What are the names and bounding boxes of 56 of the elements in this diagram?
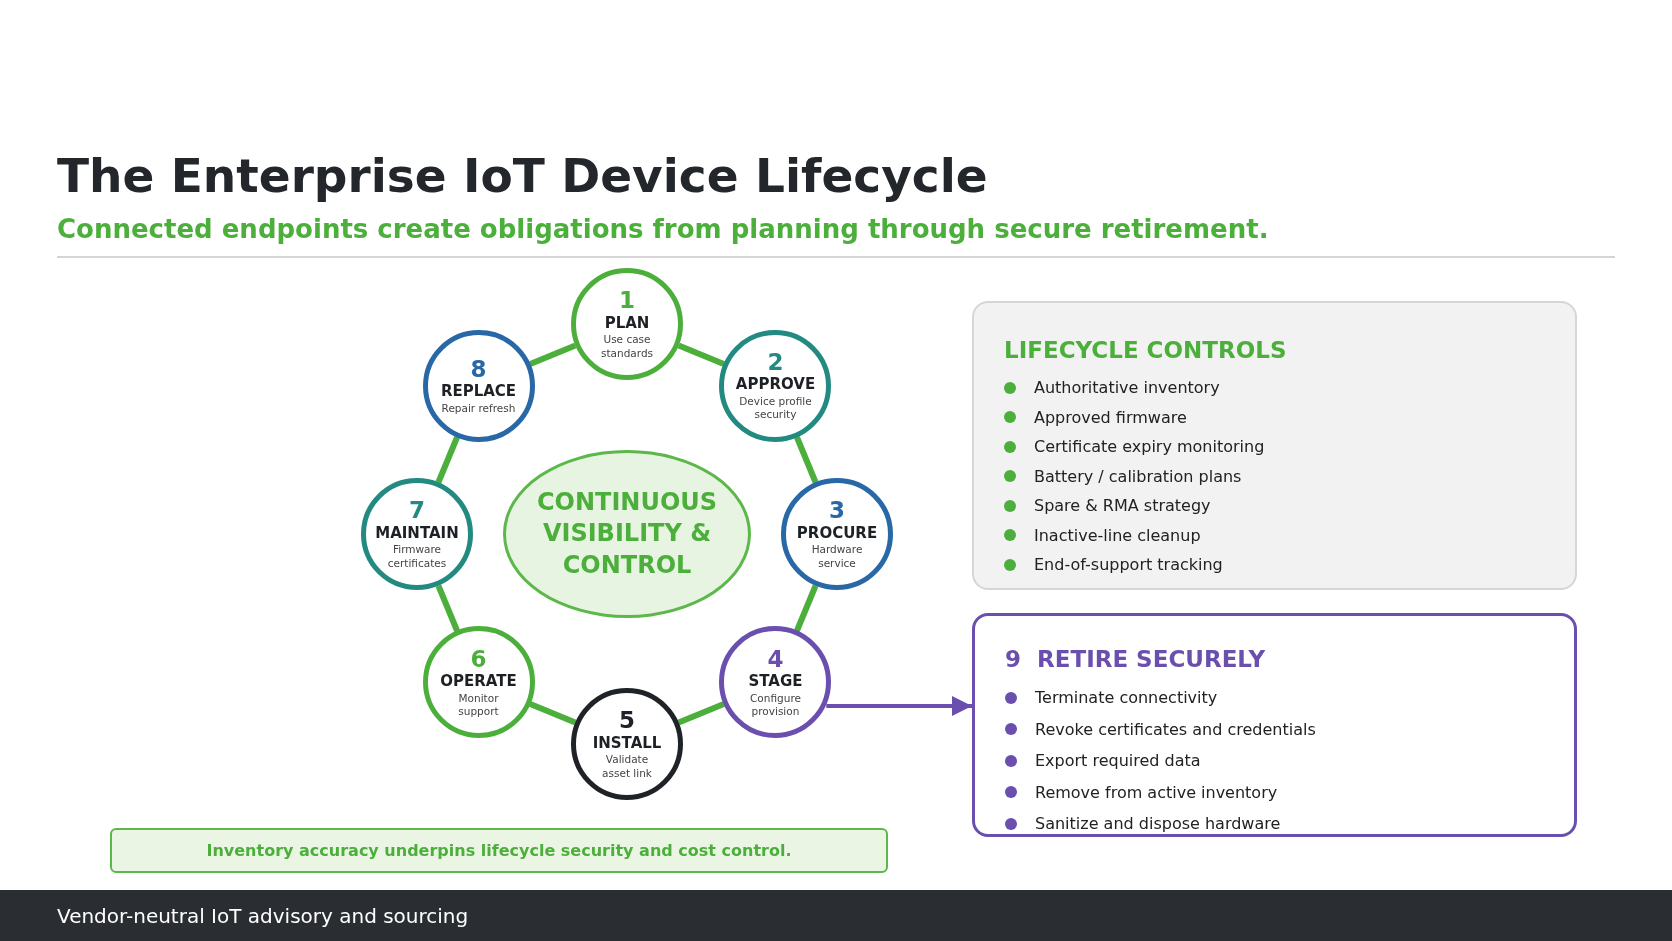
stage-name: PLAN	[604, 313, 650, 334]
stage-number: 8	[470, 355, 487, 383]
list-item: Terminate connectivity	[1035, 688, 1218, 708]
connector-line	[794, 436, 819, 484]
list-item: Approved firmware	[1034, 407, 1187, 427]
list-item: Export required data	[1035, 751, 1201, 771]
connector-line	[677, 701, 725, 726]
stage-description: Firmware certificates	[386, 543, 448, 571]
list-item: Revoke certificates and credentials	[1035, 719, 1316, 739]
list-item: Certificate expiry monitoring	[1034, 437, 1265, 457]
stage-number: 6	[470, 645, 487, 673]
stage-description: Use case standards	[599, 333, 654, 361]
connector-line	[529, 342, 577, 367]
connector-line	[529, 701, 577, 726]
connector-line	[677, 342, 725, 367]
note-banner	[110, 828, 888, 873]
footer-text: Vendor-neutral IoT advisory and sourcing	[57, 904, 469, 928]
stage-name: APPROVE	[735, 375, 816, 395]
stage-description: Repair refresh	[440, 401, 517, 416]
retire-panel	[972, 613, 1577, 837]
connector-line	[435, 436, 460, 484]
note-text: Inventory accuracy underpins lifecycle security and cost control.	[206, 841, 792, 860]
stage-description: Configure provision	[749, 691, 802, 720]
stage-number: 7	[409, 497, 425, 524]
stage-description: Device profile security	[738, 394, 813, 423]
stage-name: REPLACE	[440, 382, 517, 402]
list-item: Authoritative inventory	[1034, 378, 1220, 398]
list-item: Inactive-line cleanup	[1034, 525, 1201, 545]
stage-number: 3	[829, 497, 845, 524]
list-item: End-of-support tracking	[1034, 555, 1223, 575]
step-number: 9	[1005, 646, 1021, 672]
stage-name: STAGE	[748, 672, 803, 692]
stage-name: MAINTAIN	[375, 523, 459, 544]
stage-name: INSTALL	[592, 733, 662, 754]
connector-line	[435, 584, 460, 632]
stage-description: Monitor support	[457, 691, 500, 720]
stage-description: Hardware service	[810, 543, 864, 571]
stage-number: 1	[619, 287, 635, 314]
list-item: Sanitize and dispose hardware	[1035, 814, 1281, 834]
stage-number: 4	[767, 645, 784, 673]
stage-name: PROCURE	[796, 523, 878, 544]
center-text: CONTINUOUS VISIBILITY & CONTROL	[535, 487, 719, 581]
stage-number: 2	[767, 348, 784, 376]
connector-line	[794, 584, 819, 632]
list-item: Remove from active inventory	[1035, 782, 1278, 802]
panel-heading: LIFECYCLE CONTROLS	[1004, 337, 1287, 363]
controls-panel	[972, 301, 1577, 590]
list-item: Spare & RMA strategy	[1034, 496, 1211, 516]
stage-name: OPERATE	[440, 672, 517, 692]
stage-description: Validate asset link	[601, 753, 653, 781]
list-item: Battery / calibration plans	[1034, 466, 1242, 486]
title: The Enterprise IoT Device Lifecycle	[57, 148, 988, 203]
subtitle: Connected endpoints create obligations from planning through secure retirement.	[57, 214, 1269, 244]
stage-number: 5	[619, 707, 635, 734]
panel-heading: RETIRE SECURELY	[1037, 646, 1266, 672]
arrow	[826, 696, 972, 716]
